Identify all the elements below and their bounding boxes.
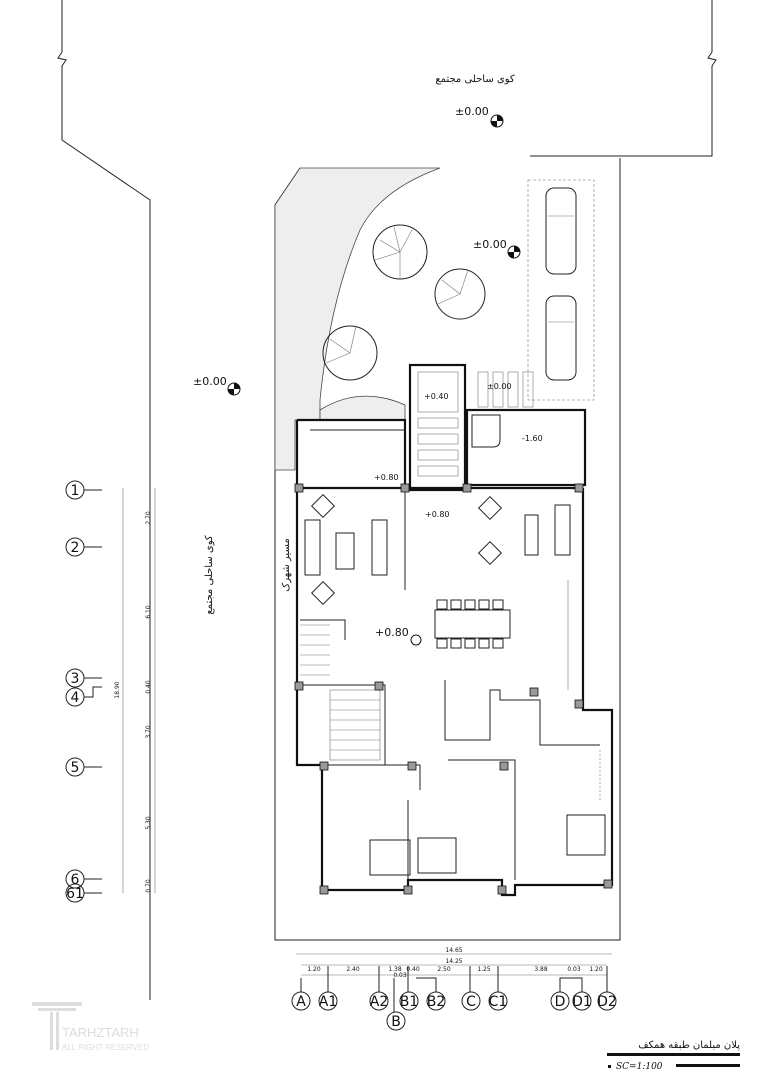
dimension: 1.20 xyxy=(589,966,603,973)
drawing-scale: SC=1:100 xyxy=(616,1062,663,1072)
dimension: 1.20 xyxy=(307,966,321,973)
dimension-total: 14.65 xyxy=(445,947,462,954)
svg-text:A2: A2 xyxy=(370,994,388,1010)
svg-text:A: A xyxy=(296,994,306,1010)
dimension-total: 14.25 xyxy=(445,958,462,965)
left-street-label: کوی ساحلی مجتمع xyxy=(204,535,215,615)
level-mark: ±0.00 xyxy=(473,238,507,251)
axis-bubble: D xyxy=(550,991,570,1011)
axis-bubble: 3 xyxy=(65,668,102,688)
structural-columns xyxy=(294,483,613,895)
dimension: 0.03 xyxy=(567,966,581,973)
axis-bubble: 5 xyxy=(65,757,102,777)
svg-text:C: C xyxy=(466,994,476,1010)
svg-text:D: D xyxy=(555,994,566,1010)
axis-bubble: B1 xyxy=(399,991,419,1011)
dimension: 3.70 xyxy=(145,725,152,739)
dimension: 1.25 xyxy=(477,966,491,973)
dimension: 2.50 xyxy=(437,966,451,973)
svg-text:2: 2 xyxy=(71,540,80,556)
svg-text:D1: D1 xyxy=(572,994,592,1010)
axis-bubble: B2 xyxy=(426,991,446,1011)
dimension: 0.70 xyxy=(145,879,152,893)
site-boundary xyxy=(57,0,717,1000)
dimension: 6.10 xyxy=(145,605,152,619)
svg-text:A1: A1 xyxy=(319,994,337,1010)
building-walls xyxy=(295,418,614,897)
axis-bubble: 4 xyxy=(65,686,102,707)
svg-text:5: 5 xyxy=(71,760,80,776)
axis-bubble: 1 xyxy=(65,480,102,500)
level-mark: +0.40 xyxy=(424,392,449,401)
dimension: 2.40 xyxy=(346,966,360,973)
axis-bubble: C xyxy=(461,991,481,1011)
level-mark: ±0.00 xyxy=(487,382,512,391)
axis-bubble: 2 xyxy=(65,537,102,557)
trees xyxy=(322,224,486,381)
svg-text:C1: C1 xyxy=(489,994,508,1010)
svg-text:3: 3 xyxy=(71,671,80,687)
title-block: پلان مبلمان طبقه همکف SC=1:100 xyxy=(607,1040,740,1072)
svg-text:B2: B2 xyxy=(427,994,446,1010)
svg-text:D2: D2 xyxy=(597,994,617,1010)
ramp-and-parking xyxy=(408,363,587,492)
dimension: 5.30 xyxy=(145,816,152,830)
svg-text:6: 6 xyxy=(71,872,80,888)
dimension: 2.70 xyxy=(145,511,152,525)
axis-bubble: A1 xyxy=(318,991,338,1011)
svg-text:4: 4 xyxy=(71,690,80,706)
furniture xyxy=(304,493,606,876)
horizontal-axis-grid: 14.65 14.25 1.20 2.40 1.38 0.03 0.40 2.5… xyxy=(291,947,617,1031)
axis-bubble: D1 xyxy=(572,991,592,1011)
drawing-title: پلان مبلمان طبقه همکف xyxy=(638,1040,740,1051)
axis-bubble: B xyxy=(386,1011,406,1031)
axis-bubble: A xyxy=(291,991,311,1011)
level-markers: ±0.00 ±0.00 ±0.00 ±0.00 +0.40 -1.60 +0.8… xyxy=(193,105,543,646)
landscape-hatch xyxy=(274,167,441,471)
dimension: 0.40 xyxy=(406,966,420,973)
axis-bubble: 61 xyxy=(65,883,102,903)
top-street-label: کوی ساحلی مجتمع xyxy=(435,74,515,85)
level-mark: +0.80 xyxy=(374,473,399,482)
axis-bubble: D2 xyxy=(597,991,617,1011)
svg-text:B1: B1 xyxy=(400,994,419,1010)
level-mark: -1.60 xyxy=(522,434,543,443)
svg-text:TARHZTARH: TARHZTARH xyxy=(62,1025,139,1040)
axis-bubble: C1 xyxy=(488,991,508,1011)
parked-cars xyxy=(545,187,577,381)
svg-text:1: 1 xyxy=(71,483,80,499)
axis-bubble: 6 xyxy=(65,869,102,889)
path-label: مسیر شهرک xyxy=(281,538,292,591)
svg-text:61: 61 xyxy=(66,886,84,902)
dimension: 3.88 xyxy=(534,966,548,973)
dimension: 1.38 xyxy=(388,966,402,973)
level-mark: +0.80 xyxy=(375,626,409,639)
svg-text:ALL RIGHT RESERVED: ALL RIGHT RESERVED xyxy=(62,1043,149,1052)
dimension-total: 18.90 xyxy=(114,681,121,698)
logo-watermark: TARHZTARH ALL RIGHT RESERVED xyxy=(32,1002,149,1052)
level-mark: +0.80 xyxy=(425,510,450,519)
level-mark: ±0.00 xyxy=(193,375,227,388)
dimension: 0.03 xyxy=(393,972,407,979)
dimension: 0.40 xyxy=(145,680,152,694)
level-mark: ±0.00 xyxy=(455,105,489,118)
axis-bubble: A2 xyxy=(369,991,389,1011)
vertical-axis-grid: 1 2 3 4 5 6 61 2.70 6.10 0.40 3.70 5.30 … xyxy=(65,480,156,903)
svg-text:B: B xyxy=(391,1014,401,1030)
